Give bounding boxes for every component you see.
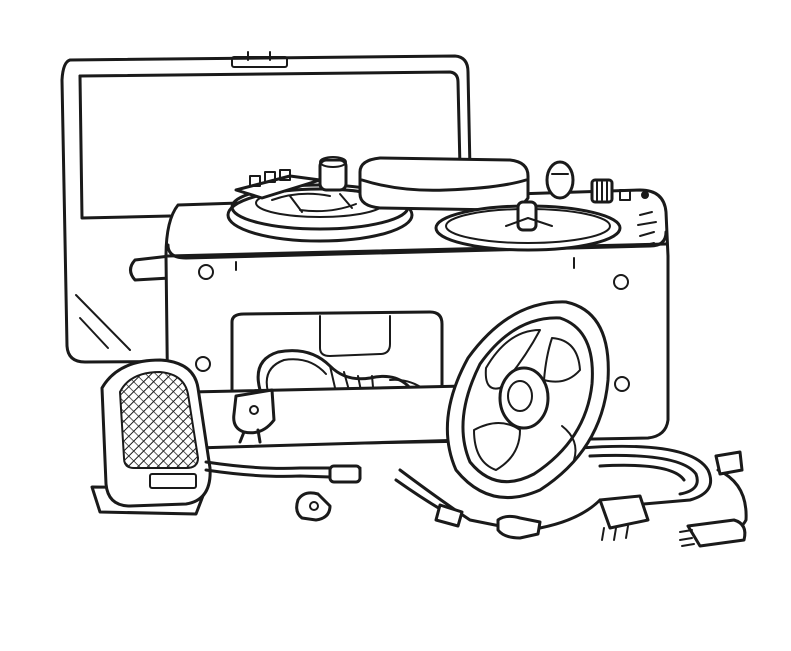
control-knobs	[545, 160, 657, 247]
power-plug-icon	[232, 388, 276, 444]
microphone-badge	[149, 473, 197, 489]
plug-connector-icon	[686, 518, 747, 548]
right-reel	[434, 200, 622, 252]
microphone	[90, 358, 212, 516]
screw-icon	[198, 264, 214, 280]
spare-reel	[445, 300, 610, 500]
small-connector-icon	[295, 491, 332, 522]
lid-latch	[231, 56, 288, 68]
cable-compartment	[230, 310, 444, 410]
capstan-cover	[358, 156, 530, 212]
control-buttons	[234, 169, 322, 200]
screw-icon	[195, 356, 211, 372]
cables	[204, 444, 748, 548]
volume-knob-icon	[545, 160, 575, 200]
screw-icon	[614, 376, 630, 392]
screw-icon	[613, 274, 629, 290]
side-handle	[129, 254, 172, 282]
plug-connector-icon	[598, 494, 650, 530]
front-shelf	[186, 384, 468, 450]
